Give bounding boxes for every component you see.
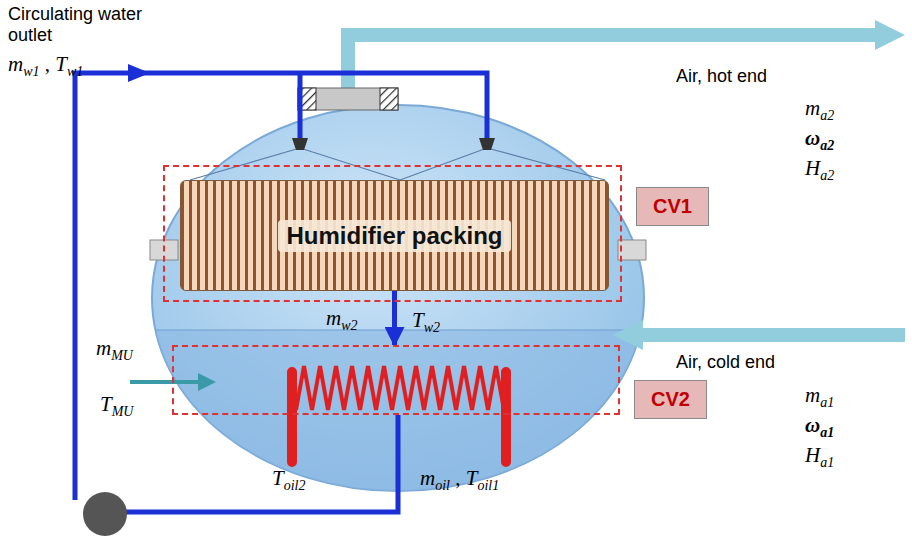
coil-winding (296, 366, 504, 410)
makeup-arrowhead (198, 373, 216, 391)
heating-coil (296, 366, 504, 410)
water-flow-arrow (392, 291, 397, 345)
spray-cones (190, 148, 605, 180)
control-volume: CV2 (172, 345, 620, 415)
packing-label: Humidifier packing (278, 220, 510, 252)
variable-label: Toil2 (272, 466, 305, 494)
cap-hatch (380, 88, 398, 110)
variable-label: TMU (100, 392, 133, 420)
air-outlet-arrowhead (875, 20, 905, 50)
nozzle (292, 138, 495, 150)
makeup-pipe (130, 380, 200, 384)
variable-label: ωa2 (805, 126, 834, 154)
variable-label: Ha1 (805, 443, 834, 471)
variable-label: mw1 , Tw1 (8, 52, 83, 80)
flow-arrowhead (128, 64, 150, 82)
variable-label: mMU (96, 336, 133, 364)
stream-label: Air, cold end (676, 352, 775, 373)
variable-label: ma1 (805, 383, 834, 411)
air-outlet-pipe (348, 35, 878, 100)
variable-label: moil , Toil1 (420, 466, 499, 494)
variable-label: Tw2 (412, 308, 440, 336)
variable-label: ωa1 (805, 413, 834, 441)
control-volume-label: CV1 (636, 187, 709, 226)
variable-label: ma2 (805, 96, 834, 124)
water-level (155, 330, 642, 331)
stream-label: Air, hot end (676, 66, 767, 87)
air-inlet-pipe (640, 328, 905, 342)
variable-label: mw2 (326, 306, 358, 334)
stream-label: Circulating water outlet (8, 4, 158, 45)
control-volume: CV1Humidifier packing (163, 165, 622, 302)
drain-pipe (125, 415, 398, 512)
packing-block: Humidifier packing (180, 180, 609, 291)
support (618, 240, 646, 260)
pump (83, 492, 127, 536)
variable-label: Ha2 (805, 156, 834, 184)
top-cap (298, 88, 398, 110)
control-volume-label: CV2 (634, 380, 707, 419)
